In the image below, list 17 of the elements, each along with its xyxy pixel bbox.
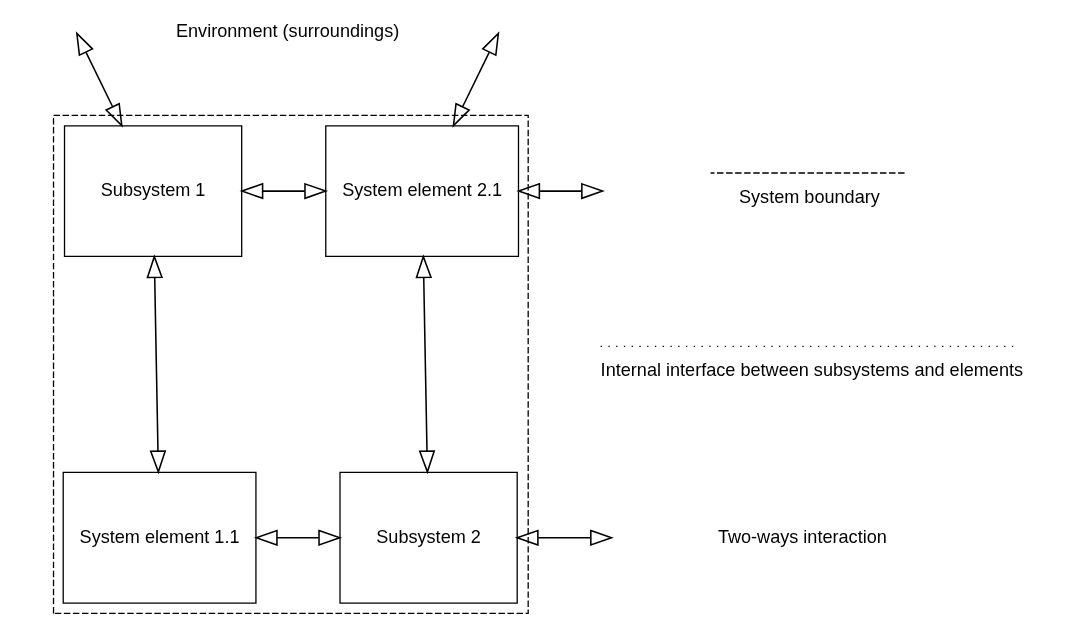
arrow xyxy=(514,529,614,547)
label: Environment (surroundings) xyxy=(175,20,400,41)
arrow xyxy=(146,254,167,475)
node-box: Subsystem 2 xyxy=(339,471,518,604)
arrow xyxy=(452,31,500,128)
legend-label: Internal interface between subsystems and elements xyxy=(600,360,1024,381)
node-box: System element 2.1 xyxy=(325,125,520,258)
cluster xyxy=(52,114,529,615)
legend-label: Two-ways interaction xyxy=(717,526,887,547)
arrow xyxy=(253,529,343,547)
arrow xyxy=(239,182,329,200)
legend-label: System boundary xyxy=(739,187,880,207)
arrow xyxy=(516,182,605,200)
node-box: Subsystem 1 xyxy=(63,125,243,258)
arrow xyxy=(415,254,436,475)
node-box: System element 1.1 xyxy=(62,471,257,604)
arrow xyxy=(75,31,123,128)
